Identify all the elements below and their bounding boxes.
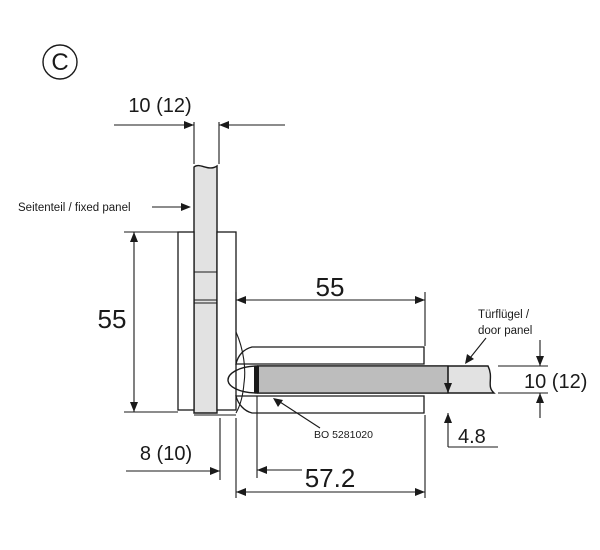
fixed-panel-callout: Seitenteil / fixed panel [18,202,191,214]
door-panel-clamp [227,331,425,414]
dimension-text: 55 [316,272,345,302]
arrowhead [236,296,246,304]
fixed-panel-clamp [177,231,237,416]
view-label-text: C [51,49,68,76]
dimension-text: 10 (12) [128,95,191,117]
dimension-offset: 4.8 [428,366,498,448]
arrowhead [536,393,544,403]
arrowhead [181,203,191,211]
door-panel-callout: Türflügel / door panel [465,309,532,364]
dimension-top-length: 55 [235,272,426,346]
dimension-left-height: 55 [98,231,178,413]
arrowhead [219,121,229,129]
clamp-plate-left [177,231,195,411]
dimension-bottom-left: 8 (10) [126,418,237,498]
arrowhead [536,356,544,366]
view-label-circle [42,44,78,80]
dimension-bottom-length: 57.2 [236,396,426,498]
dimension-text: 55 [98,304,127,334]
dimension-top-thickness: 10 (12) [114,95,285,164]
arrowhead [273,398,283,407]
door-gasket [254,366,259,393]
arrowhead [415,488,425,496]
clamp-plate-right [216,231,237,411]
dimension-right-thickness: 10 (12) [498,340,587,418]
dimension-text: 10 (12) [524,371,587,393]
arrowhead [465,354,474,364]
leader-line [469,337,487,359]
door-panel-label-line2: door panel [478,325,532,337]
part-number-callout: BO 5281020 [273,398,373,441]
arrowhead [257,466,267,474]
door-clamp-bottom [235,395,425,414]
arrowhead [210,467,220,475]
fixed-glass-shape [193,164,218,414]
arrowhead [130,232,138,242]
dimension-text: 4.8 [458,426,486,448]
arrowhead [444,383,452,393]
dimension-text: 57.2 [305,463,356,493]
part-number-label: BO 5281020 [314,429,373,441]
arrowhead [236,488,246,496]
fixed-panel-label: Seitenteil / fixed panel [18,202,131,214]
door-glass-panel [257,365,496,394]
door-panel-label-line1: Türflügel / [478,309,530,321]
view-label: C [42,44,78,80]
door-clamp-top [235,346,425,365]
dimension-text: 8 (10) [140,443,192,465]
arrowhead [415,296,425,304]
fixed-glass-panel [193,164,218,414]
arrowhead [130,402,138,412]
arrowhead [184,121,194,129]
door-glass-clamped-area [257,365,449,394]
leader-line [279,401,321,429]
arrowhead [444,413,452,423]
hinge-pivot-arc [235,331,246,414]
